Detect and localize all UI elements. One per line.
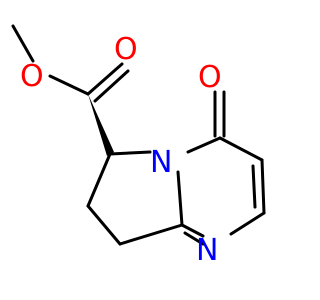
bond-ester-carbonyl-double-a (86, 62, 124, 96)
structure-canvas: O O O N N (11, 24, 266, 268)
bond-c3-c2-double (251, 164, 257, 209)
bond-c2-n-ring (229, 211, 266, 236)
bond-c8a-n-ring-single (180, 223, 205, 238)
atom-label-ring-nitrogen: N (196, 233, 218, 268)
atom-label-ester-oxygen: O (20, 59, 44, 94)
molecule-diagram: O O O N N (11, 24, 266, 268)
bond-methyl-oxygen (11, 24, 35, 63)
bond-c6-c7 (86, 152, 112, 208)
bond-c7-c8 (86, 204, 122, 246)
bond-n-bridge-c4 (186, 136, 222, 154)
bond-c3-c2-single (260, 158, 266, 215)
bond-oxygen-carbonyl-carbon (48, 74, 90, 96)
bond-c4-c3 (218, 136, 264, 162)
atom-label-ketone-oxygen: O (198, 60, 222, 95)
atom-label-bridgehead-nitrogen: N (150, 145, 172, 180)
bond-c8-c8a (118, 223, 184, 246)
bond-c8a-n-ring-double (183, 231, 205, 246)
bond-c6-n-bridge (108, 150, 152, 156)
bond-c8a-n-bridge (176, 170, 184, 227)
bond-ester-carbonyl-double-b (93, 69, 130, 103)
stereo-wedge-bond (88, 94, 114, 156)
atom-label-ester-carbonyl-oxygen: O (114, 32, 138, 67)
